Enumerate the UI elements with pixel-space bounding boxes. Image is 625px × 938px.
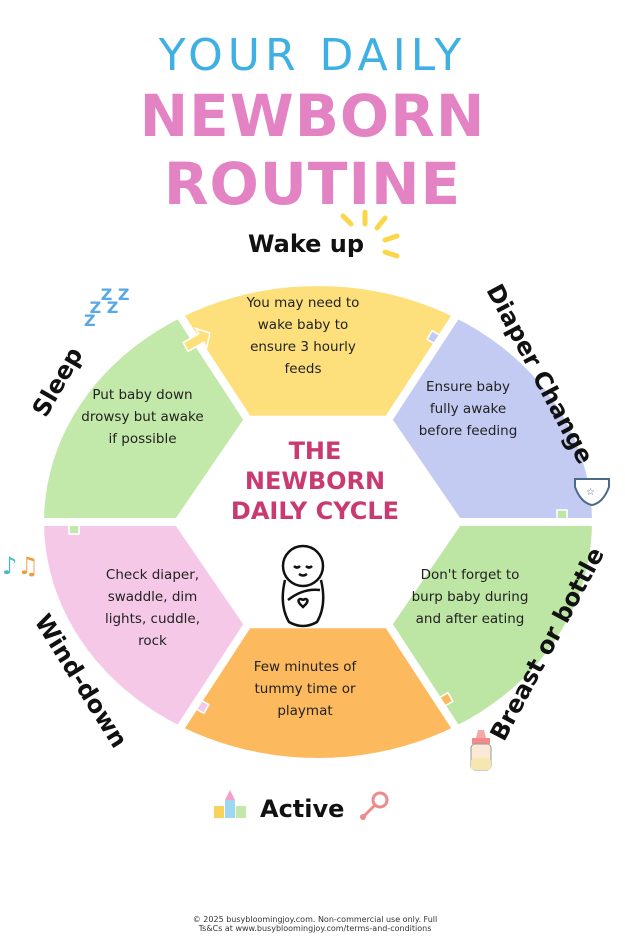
title-line-2: NEWBORN ROUTINE	[139, 82, 486, 218]
arrow-icon	[182, 327, 211, 353]
segment-wake	[175, 278, 461, 424]
center-title-line: THE	[288, 437, 342, 465]
footer-line: Ts&Cs at www.busybloomingjoy.com/terms-a…	[198, 924, 432, 933]
baby-bottle-icon	[470, 730, 492, 771]
center-title-line: NEWBORN	[244, 467, 386, 495]
music-notes-icon: ♪♫	[2, 552, 39, 580]
center-title: THE NEWBORN DAILY CYCLE	[190, 436, 440, 526]
stage-text-feed: Don't forget to burp baby during and aft…	[411, 567, 529, 627]
toy-blocks-icon	[214, 790, 246, 818]
footer-line: © 2025 busybloomingjoy.com. Non-commerci…	[192, 915, 438, 924]
center-title-line: DAILY CYCLE	[230, 497, 400, 525]
segment-feeding	[384, 518, 600, 734]
stage-text-sleep: Put baby down drowsy but awake if possib…	[81, 387, 204, 447]
stage-text-wake: You may need to wake baby to ensure 3 ho…	[246, 295, 360, 377]
sun-rays-icon	[340, 210, 400, 259]
segment-sleep	[36, 310, 252, 526]
segment-diaper-change	[384, 310, 600, 526]
rattle-icon	[360, 791, 389, 820]
title-line-1: YOUR DAILY	[158, 30, 467, 81]
segment-active	[175, 620, 461, 766]
diaper-icon: ☆	[574, 478, 610, 507]
svg-text:☆: ☆	[586, 487, 595, 498]
stage-text-active: Few minutes of tummy time or playmat	[253, 659, 357, 719]
footer-copyright: © 2025 busybloomingjoy.com. Non-commerci…	[170, 915, 460, 933]
segment-wind-down	[36, 518, 252, 734]
stage-label-active: Active	[260, 795, 345, 823]
stage-label-wake: Wake up	[248, 230, 365, 258]
stage-text-wind: Check diaper, swaddle, dim lights, cuddl…	[104, 567, 200, 649]
stage-text-diaper: Ensure baby fully awake before feeding	[418, 379, 518, 439]
swaddled-baby-icon	[281, 544, 325, 628]
